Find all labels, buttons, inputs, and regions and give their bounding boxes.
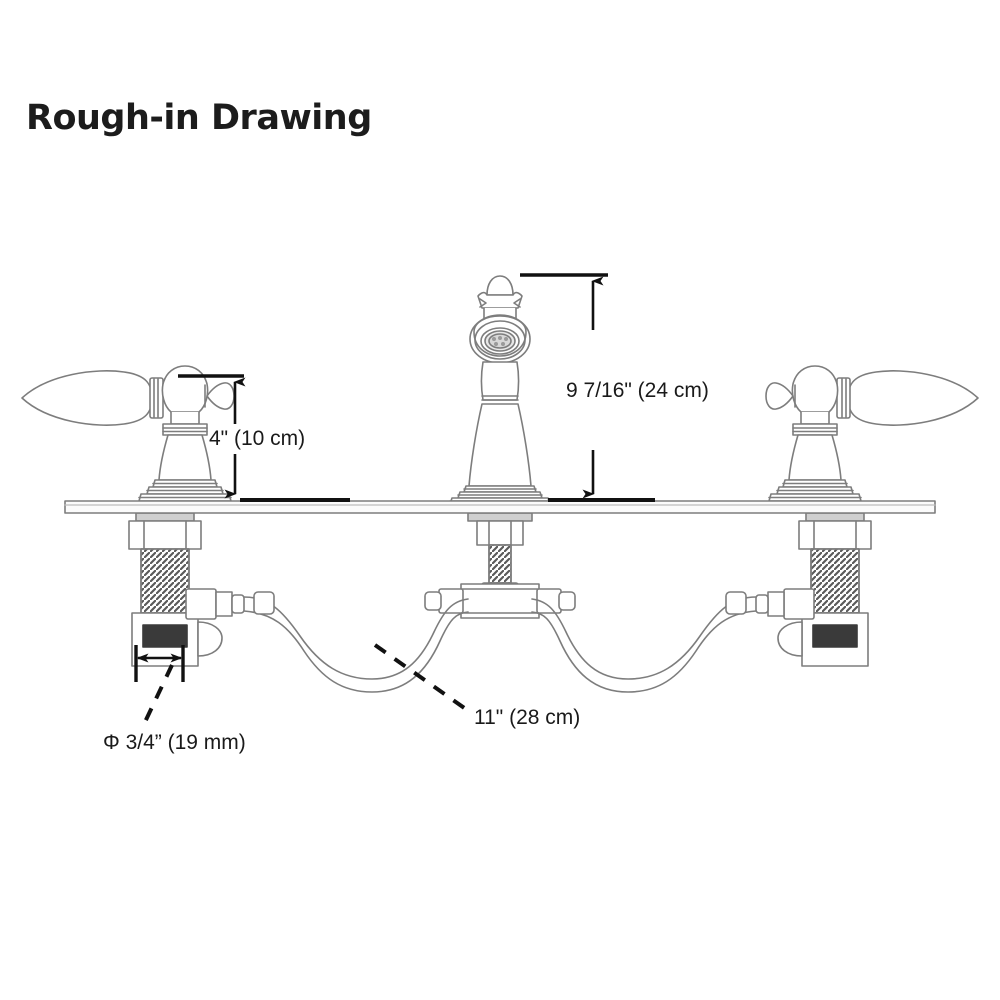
dimension-hose-length [373, 643, 472, 714]
center-shank-assembly [424, 512, 576, 619]
right-supply-hose [531, 591, 757, 693]
dimension-handle-height [178, 374, 350, 502]
dimension-spout-height [520, 273, 655, 502]
dimension-shank-diameter [134, 645, 185, 723]
dimension-label-hose-length: 11" (28 cm) [474, 706, 581, 729]
left-supply-hose [243, 591, 469, 693]
dimension-label-spout-height: 9 7/16" (24 cm) [566, 379, 709, 402]
dimension-label-handle-height: 4" (10 cm) [209, 427, 306, 450]
right-handle [765, 365, 979, 502]
left-handle [21, 365, 235, 502]
right-shank-assembly [755, 512, 872, 667]
dimension-label-shank-diameter: Φ 3/4” (19 mm) [103, 731, 246, 754]
center-spout [449, 275, 551, 505]
left-shank-assembly [128, 512, 245, 667]
page-title: Rough-in Drawing [26, 98, 372, 138]
deck-surface [64, 500, 936, 514]
